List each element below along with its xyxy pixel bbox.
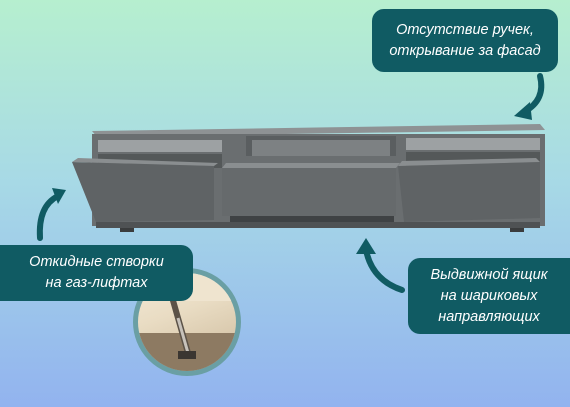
label-no-handles: Отсутствие ручек, открывание за фасад bbox=[372, 9, 558, 72]
curved-arrow-icon bbox=[363, 247, 405, 293]
label-drawer: Выдвижной ящик на шариковых направляющих bbox=[408, 258, 570, 334]
curved-arrow-icon bbox=[36, 193, 61, 241]
label-drawer-line1: Выдвижной ящик bbox=[430, 266, 548, 283]
right-top-shelf bbox=[406, 138, 540, 150]
center-drawer bbox=[222, 168, 396, 216]
curved-arrow-icon bbox=[514, 102, 532, 120]
curved-arrow-icon bbox=[356, 238, 376, 254]
label-gas-lifts-line2: на газ-лифтах bbox=[45, 275, 148, 291]
right-flap-door bbox=[398, 162, 540, 222]
stand-base bbox=[96, 222, 540, 228]
label-drawer-line2: на шариковых bbox=[440, 287, 538, 304]
label-gas-lifts-line1: Откидные створки bbox=[29, 254, 164, 270]
curved-arrow-icon bbox=[52, 188, 66, 204]
drawer-gap bbox=[230, 216, 394, 222]
label-gas-lifts: Откидные створки на газ-лифтах bbox=[0, 245, 193, 301]
center-niche-back bbox=[252, 140, 390, 156]
label-no-handles-line1: Отсутствие ручек, bbox=[396, 21, 534, 38]
left-flap-door bbox=[72, 162, 214, 222]
label-drawer-line3: направляющих bbox=[438, 308, 540, 325]
label-no-handles-line2: открывание за фасад bbox=[389, 42, 541, 59]
left-top-shelf bbox=[98, 140, 222, 152]
stand-top-surface bbox=[92, 124, 545, 137]
